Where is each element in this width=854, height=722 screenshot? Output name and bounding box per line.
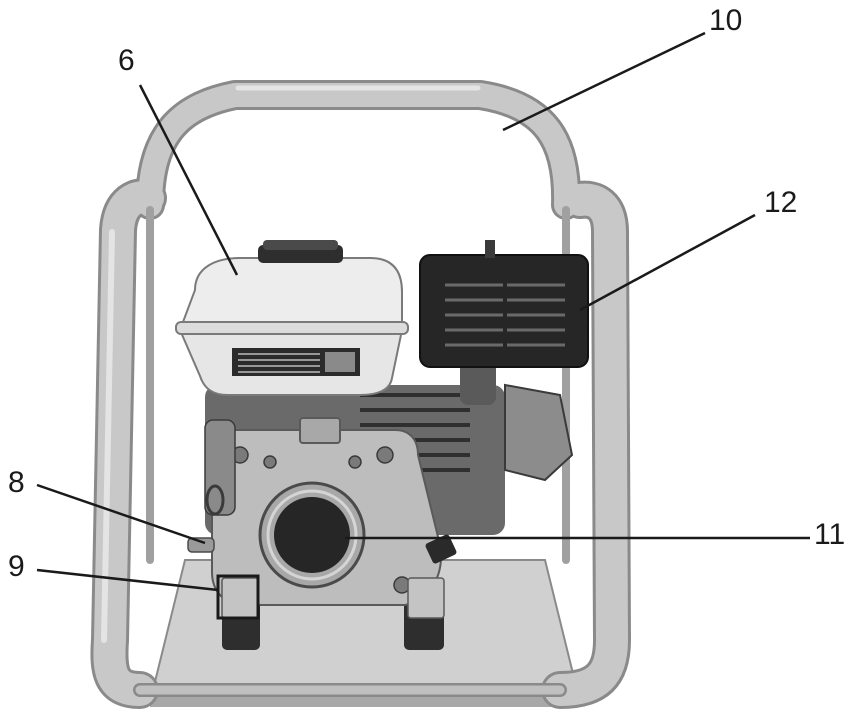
callout-12: 12	[764, 186, 798, 219]
callout-10: 10	[709, 4, 743, 37]
leader-line-8	[36, 483, 206, 545]
leader-line-6	[138, 84, 239, 276]
leader-lines	[36, 31, 810, 592]
pump-casting	[187, 417, 457, 606]
callout-6: 6	[118, 44, 135, 77]
muffler	[419, 240, 589, 368]
leader-line-12	[579, 213, 756, 312]
fuel-tank	[175, 240, 409, 396]
callout-9: 9	[8, 550, 25, 583]
mount-brackets	[221, 577, 445, 619]
leader-line-10	[502, 31, 706, 132]
recoil-starter	[204, 419, 236, 516]
callout-8: 8	[8, 466, 25, 499]
leader-line-9	[36, 568, 219, 592]
callout-11: 11	[814, 518, 846, 551]
item-9-highlight-box	[216, 574, 260, 620]
tubular-frame	[90, 80, 631, 709]
